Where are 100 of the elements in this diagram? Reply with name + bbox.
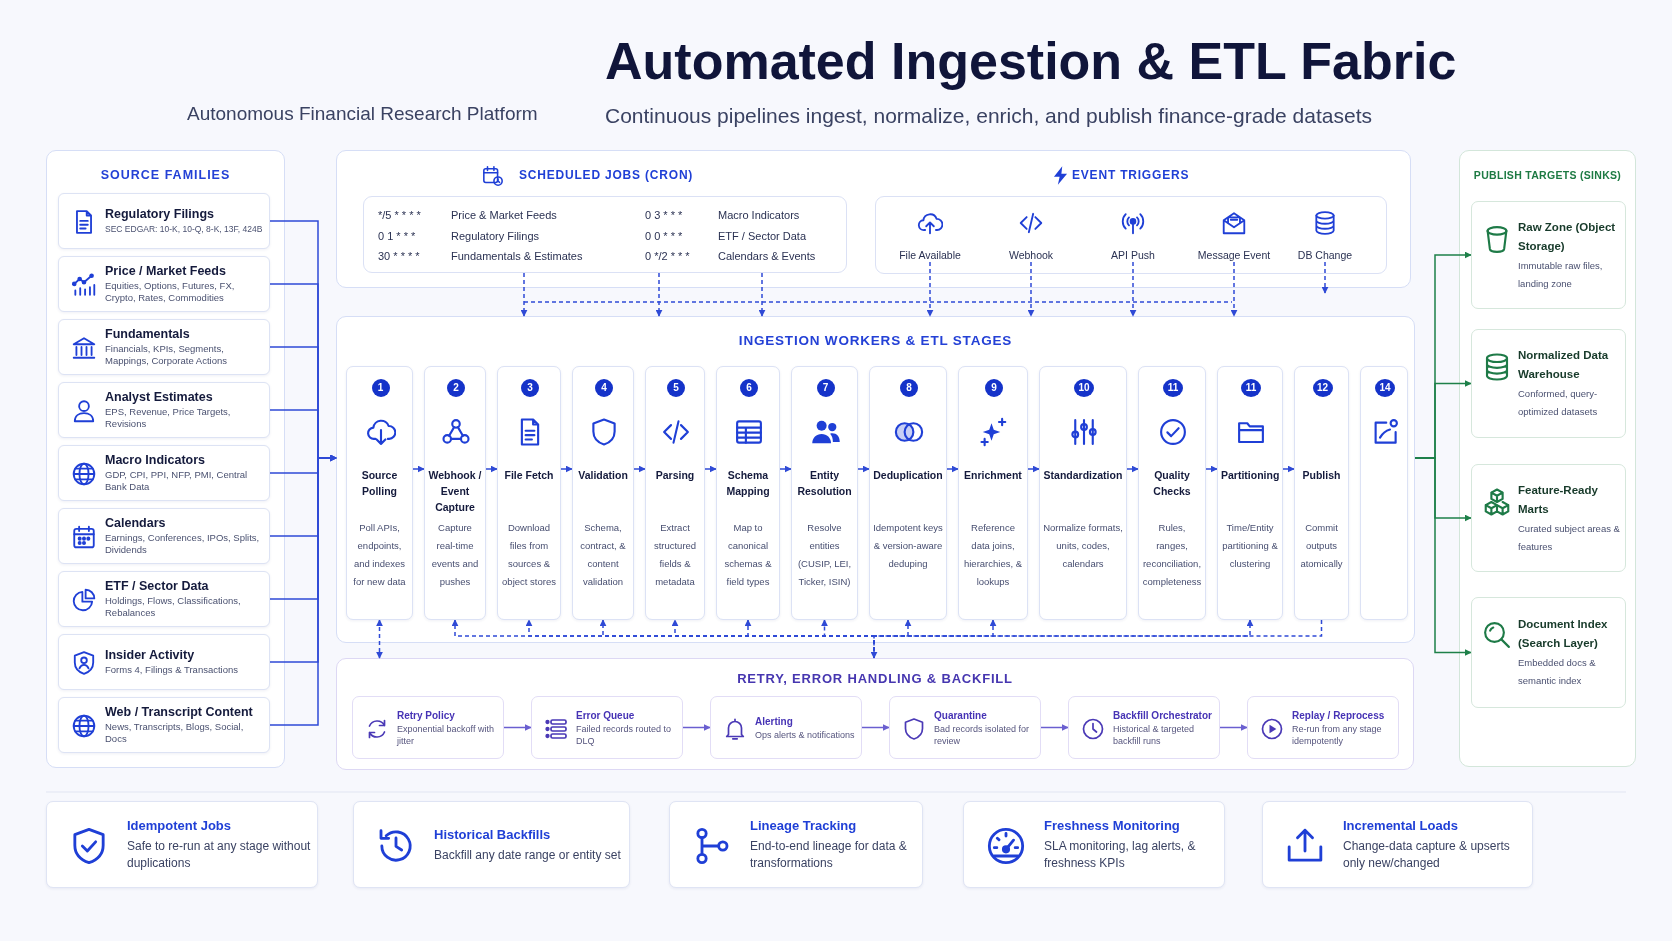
job-name: ETF / Sector Data	[718, 228, 807, 243]
dashed-arrow	[376, 619, 383, 659]
retry-step-card	[352, 696, 504, 759]
tagline: Autonomous Financial Research Platform	[187, 103, 538, 125]
arrow	[1219, 724, 1248, 731]
cron-expression: 0 */2 * * *	[645, 249, 690, 263]
arrow	[412, 465, 425, 473]
arrow	[633, 465, 646, 473]
trigger-label: File Available	[898, 248, 962, 262]
source-card	[58, 382, 270, 438]
stage-title: Schema Mapping	[725, 468, 771, 499]
feature-card	[669, 801, 923, 888]
stage-title: Publish	[1301, 468, 1342, 483]
stage-card	[1217, 366, 1283, 620]
stage-title: Entity Resolution	[796, 468, 853, 499]
trigger-label: Webhook	[1007, 248, 1055, 262]
dashed-arrow	[870, 619, 1323, 659]
stage-description: Download files from sources & object stores	[501, 521, 557, 589]
step-description: Failed records routed to DLQ	[576, 722, 673, 747]
source-title: Insider Activity	[105, 647, 196, 663]
stage-description: Time/Entity partitioning & clustering	[1221, 521, 1279, 571]
feature-card	[1262, 801, 1533, 888]
feature-description: Safe to re-run at any stage without duplications	[127, 838, 312, 872]
cron-expression: 0 1 * * *	[378, 228, 416, 243]
step-title: Retry Policy	[397, 708, 456, 722]
arrow	[682, 724, 711, 731]
source-card	[58, 508, 270, 564]
group-panel	[1459, 150, 1636, 767]
arrow	[269, 454, 337, 726]
panel-heading: INGESTION WORKERS & ETL STAGES	[737, 333, 1014, 348]
source-description: Earnings, Conferences, IPOs, Splits, Dividends	[105, 531, 261, 557]
step-description: Re-run from any stage idempotently	[1292, 722, 1383, 747]
feature-card	[963, 801, 1225, 888]
feature-description: End-to-end lineage for data & transformations	[750, 838, 908, 872]
stage-title: Source Polling	[360, 468, 399, 499]
panel-heading: EVENT TRIGGERS	[1072, 168, 1190, 182]
arrow	[1027, 465, 1040, 473]
feature-card	[353, 801, 630, 888]
feature-card	[46, 801, 318, 888]
step-number: 11	[1163, 379, 1183, 397]
step-number: 6	[740, 379, 758, 397]
feature-title: Idempotent Jobs	[127, 817, 232, 835]
arrow	[946, 465, 959, 473]
step-title: Backfill Orchestrator	[1113, 708, 1213, 722]
source-description: SEC EDGAR: 10-K, 10-Q, 8-K, 13F, 424B	[105, 222, 264, 236]
stage-description: Resolve entities (CUSIP, LEI, Ticker, ISIN)	[796, 521, 853, 589]
stage-card	[572, 366, 634, 620]
stage-card	[1138, 366, 1206, 620]
feature-description: Change-data capture & upserts only new/changed	[1343, 838, 1511, 872]
feature-title: Lineage Tracking	[750, 817, 858, 835]
dashed-arrow	[1321, 261, 1329, 294]
source-description: News, Transcripts, Blogs, Social, Docs	[105, 720, 245, 746]
dashed-arrow	[758, 272, 766, 317]
step-number: 11	[1241, 379, 1261, 397]
stage-card	[869, 366, 947, 620]
target-title: Document Index (Search Layer)	[1518, 617, 1609, 651]
retry-step-card	[531, 696, 683, 759]
feature-title: Incremental Loads	[1343, 817, 1459, 835]
stage-title: Partitioning	[1221, 468, 1279, 483]
trigger-label: API Push	[1110, 248, 1156, 262]
step-number: 3	[521, 379, 539, 397]
stage-card	[1360, 366, 1408, 620]
feature-description: Backfill any date range or entity set	[434, 846, 622, 864]
source-title: Calendars	[105, 515, 167, 531]
source-card	[58, 256, 270, 312]
dashed-arrow	[520, 272, 528, 317]
target-card	[1471, 464, 1626, 572]
stage-description: Extract structured fields & metadata	[652, 521, 698, 589]
dashed-arrow	[655, 272, 663, 317]
arrow	[704, 465, 717, 473]
step-number: 2	[447, 379, 465, 397]
panel-heading: RETRY, ERROR HANDLING & BACKFILL	[736, 671, 1014, 686]
dashed-arrow	[1027, 261, 1035, 317]
source-description: EPS, Revenue, Price Targets, Revisions	[105, 405, 232, 431]
arrow	[1126, 465, 1139, 473]
stage-card	[958, 366, 1028, 620]
target-card	[1471, 329, 1626, 438]
stage-description: Capture real-time events and pushes	[430, 521, 480, 589]
stage-description: Map to canonical schemas & field types	[723, 521, 773, 589]
source-description: Holdings, Flows, Classifications, Rebalances	[105, 594, 242, 620]
source-title: Macro Indicators	[105, 452, 207, 468]
stage-title: Parsing	[654, 468, 696, 483]
source-card	[58, 697, 270, 753]
arrow	[503, 724, 532, 731]
arrow	[861, 724, 890, 731]
stage-description: Commit outputs atomically	[1299, 521, 1344, 571]
cron-expression: 0 0 * * *	[645, 228, 683, 243]
target-title: Normalized Data Warehouse	[1518, 348, 1610, 382]
step-title: Error Queue	[576, 708, 636, 722]
stage-title: Validation	[577, 468, 629, 483]
step-number: 8	[900, 379, 918, 397]
stage-card	[1294, 366, 1349, 620]
source-title: Analyst Estimates	[105, 389, 214, 405]
trigger-panel	[336, 150, 1411, 288]
arrow	[857, 465, 870, 473]
stage-description: Idempotent keys & version-aware deduping	[873, 521, 943, 571]
target-description: Immutable raw files, landing zone	[1518, 258, 1604, 291]
page-title: Automated Ingestion & ETL Fabric	[605, 31, 1457, 91]
group-panel	[336, 316, 1415, 643]
group-panel	[336, 658, 1414, 770]
